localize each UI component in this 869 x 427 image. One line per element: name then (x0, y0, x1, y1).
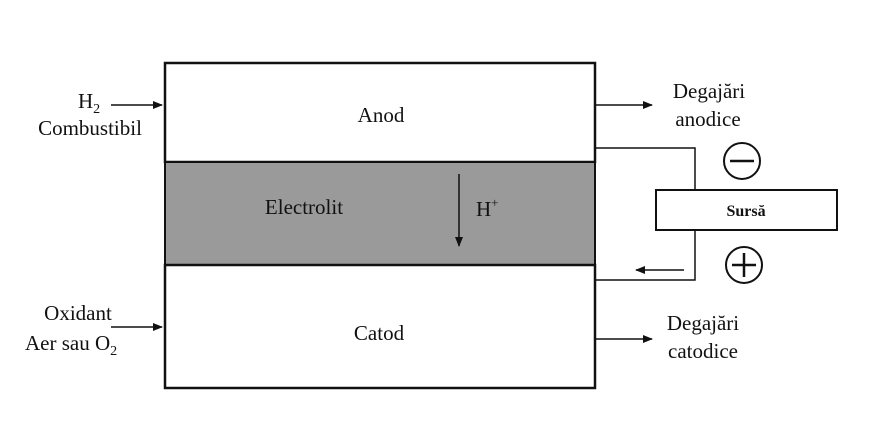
oxidant-line2: Aer sau O2 (25, 331, 117, 359)
minus-icon (723, 142, 761, 180)
cathode-layer (163, 263, 597, 390)
anode-wire (595, 147, 696, 190)
source-box (655, 189, 838, 231)
plus-icon (725, 246, 763, 284)
fuel-label: Combustibil (38, 116, 142, 140)
cathode-output-line1: Degajări (667, 311, 739, 335)
cathode-output-line2: catodice (668, 339, 738, 363)
anode-output-line1: Degajări (673, 79, 745, 103)
fuel-formula: H2 (78, 89, 100, 117)
electrolyte-label: Electrolit (265, 195, 343, 219)
anode-output-line2: anodice (675, 107, 740, 131)
cathode-label: Catod (354, 321, 405, 345)
ion-label: H+ (476, 195, 499, 221)
cathode-wire (595, 230, 696, 281)
electrolyte-layer (164, 161, 596, 266)
anode-label: Anod (358, 103, 405, 127)
anode-layer (163, 61, 597, 164)
source-label: Sursă (726, 203, 765, 220)
oxidant-label: Oxidant (44, 301, 112, 325)
